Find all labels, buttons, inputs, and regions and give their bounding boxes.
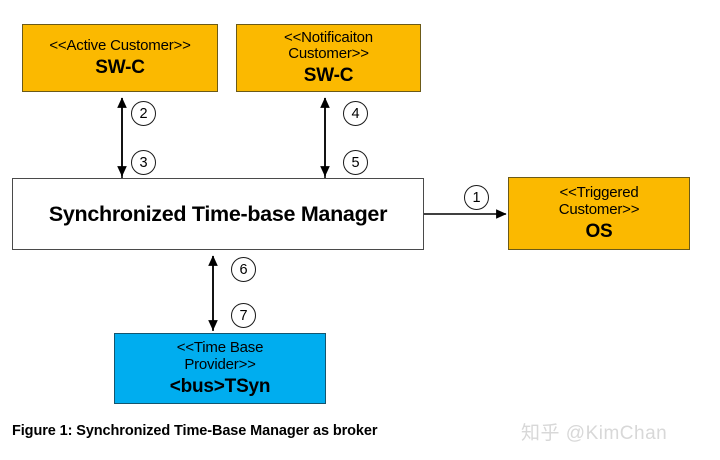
node-triggered-customer-os-stereotype-line2: Customer>> <box>558 200 640 218</box>
node-notification-customer-stereotype-line2: Customer>> <box>288 45 369 63</box>
watermark-text: 知乎 @KimChan <box>521 423 668 444</box>
figure-caption: Figure 1: Synchronized Time-Base Manager… <box>12 423 378 439</box>
node-notification-customer[interactable]: <<Notificaiton Customer>> SW-C <box>236 24 421 92</box>
node-synchronized-time-base-manager[interactable]: Synchronized Time-base Manager <box>12 178 424 250</box>
connector-label-6: 6 <box>231 257 256 282</box>
node-notification-customer-stereotype-line1: <<Notificaiton <box>284 28 373 46</box>
node-triggered-customer-os-stereotype-line1: <<Triggered <box>559 184 639 202</box>
node-synchronized-time-base-manager-name: Synchronized Time-base Manager <box>48 201 388 226</box>
node-triggered-customer-os-name: OS <box>585 220 613 242</box>
node-time-base-provider-name: <bus>TSyn <box>169 375 271 397</box>
node-active-customer[interactable]: <<Active Customer>> SW-C <box>22 24 218 92</box>
node-active-customer-stereotype: <<Active Customer>> <box>49 36 191 54</box>
connector-label-3: 3 <box>131 150 156 175</box>
node-active-customer-name: SW-C <box>95 56 145 78</box>
node-time-base-provider[interactable]: <<Time Base Provider>> <bus>TSyn <box>114 333 326 404</box>
node-notification-customer-name: SW-C <box>303 65 354 87</box>
connector-label-5: 5 <box>343 150 368 175</box>
node-time-base-provider-stereotype-line2: Provider>> <box>184 355 256 373</box>
connector-label-1: 1 <box>464 185 489 210</box>
connector-label-2: 2 <box>131 101 156 126</box>
connector-label-7: 7 <box>231 303 256 328</box>
connector-label-4: 4 <box>343 101 368 126</box>
node-triggered-customer-os[interactable]: <<Triggered Customer>> OS <box>508 177 690 250</box>
node-time-base-provider-stereotype-line1: <<Time Base <box>176 339 264 357</box>
